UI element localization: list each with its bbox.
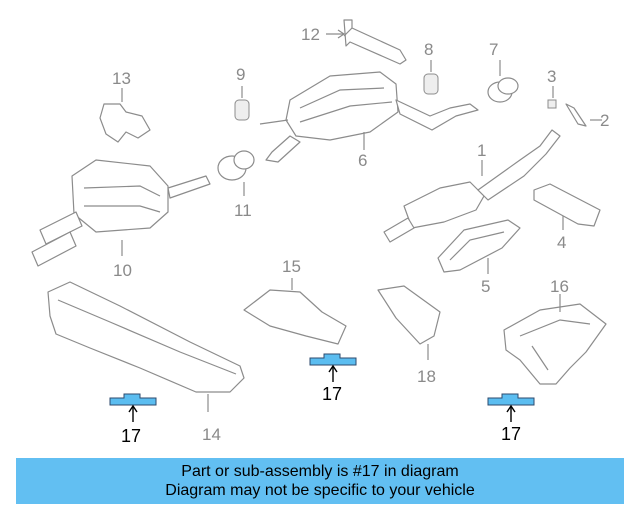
callout-17-right: 17	[501, 424, 521, 444]
callout-12: 12	[301, 25, 320, 44]
part-16-bracket[interactable]	[503, 294, 607, 385]
part-18-bracket[interactable]	[377, 285, 441, 360]
part-5-heat-shield[interactable]	[437, 219, 521, 274]
part-3-nut[interactable]	[547, 86, 557, 109]
part-17-clip[interactable]	[309, 353, 357, 382]
callout-4: 4	[557, 233, 566, 252]
callout-9: 9	[236, 65, 245, 84]
part-7-clamp[interactable]	[487, 60, 519, 103]
callout-5: 5	[481, 277, 490, 296]
parts-diagram: 12 8 9 7 3 2 13	[31, 19, 609, 446]
callout-2: 2	[600, 111, 609, 130]
part-11-clamp[interactable]	[217, 150, 255, 196]
callout-11: 11	[234, 201, 252, 220]
part-13-mount[interactable]	[99, 88, 151, 143]
callout-14: 14	[202, 425, 221, 444]
part-1-catalytic-converter[interactable]	[383, 129, 561, 243]
part-2-gasket[interactable]	[565, 103, 602, 127]
callout-18: 18	[417, 367, 436, 386]
callout-16: 16	[550, 277, 569, 296]
callout-7: 7	[489, 40, 498, 59]
callout-10: 10	[113, 261, 132, 280]
callout-17-left: 17	[121, 426, 141, 446]
part-10-rear-muffler[interactable]	[31, 159, 211, 267]
info-banner: Part or sub-assembly is #17 in diagram D…	[16, 458, 624, 504]
part-15-heat-shield[interactable]	[243, 278, 347, 345]
part-6-center-muffler[interactable]	[259, 71, 479, 163]
banner-line-2: Diagram may not be specific to your vehi…	[165, 482, 475, 499]
part-4-heat-shield[interactable]	[533, 183, 601, 230]
callout-6: 6	[358, 151, 367, 170]
part-14-under-panel[interactable]	[47, 281, 245, 412]
callout-15: 15	[282, 257, 301, 276]
part-12-bracket[interactable]	[326, 19, 407, 65]
part-17-clip[interactable]	[487, 393, 535, 422]
banner-line-1: Part or sub-assembly is #17 in diagram	[181, 463, 459, 480]
part-17-clip[interactable]	[109, 393, 157, 422]
callout-13: 13	[112, 69, 131, 88]
part-9-hanger[interactable]	[234, 86, 250, 121]
part-8-hanger[interactable]	[423, 60, 439, 95]
callout-1: 1	[477, 141, 486, 160]
callout-3: 3	[547, 67, 556, 86]
callout-17-center: 17	[322, 384, 342, 404]
callout-8: 8	[424, 40, 433, 59]
